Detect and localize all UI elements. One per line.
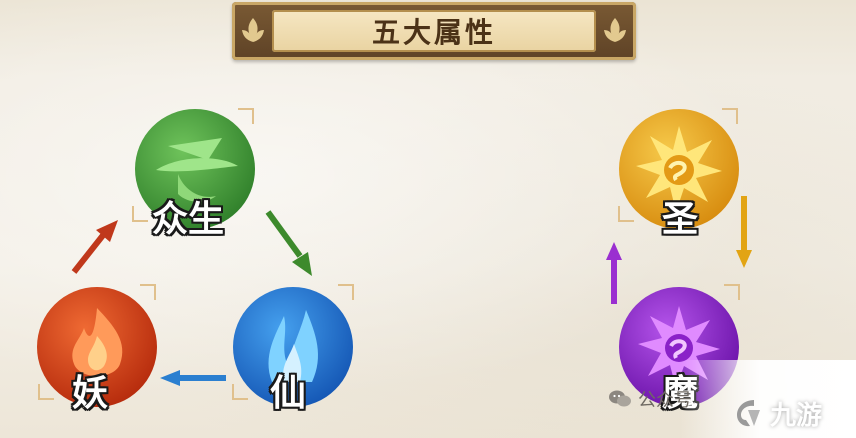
straw-hat-icon	[135, 109, 255, 229]
corner-bracket	[132, 206, 148, 222]
arrow-left-icon	[160, 370, 226, 386]
lotus-ornament-icon	[242, 18, 264, 42]
orb-sheng[interactable]	[618, 108, 740, 230]
orb-label-zhongsheng: 众生	[152, 199, 225, 240]
arrow-up-icon	[606, 242, 622, 304]
orb-label-xian: 仙	[270, 373, 307, 414]
watermark-text: 公众号	[638, 390, 692, 411]
jiuyou-logo: 九游	[732, 392, 850, 434]
title-plate: 五大属性	[272, 10, 596, 52]
arrow-up-right-icon	[71, 220, 118, 274]
orb-xian[interactable]	[232, 286, 354, 408]
orb-zhongsheng[interactable]	[134, 108, 256, 230]
orb-label-sheng: 圣	[662, 199, 699, 240]
watermark-fade	[680, 360, 856, 438]
corner-bracket	[232, 384, 248, 400]
page-title: 五大属性	[371, 16, 496, 49]
lotus-ornament-icon	[604, 18, 626, 42]
corner-bracket	[338, 284, 354, 300]
corner-bracket	[238, 108, 254, 124]
water-flame-icon	[233, 287, 353, 407]
corner-bracket	[618, 206, 634, 222]
wechat-watermark: 公众号	[608, 386, 692, 412]
arrow-down-icon	[736, 196, 752, 268]
sun-icon	[619, 109, 739, 229]
wechat-icon	[609, 390, 631, 407]
orb-yao[interactable]	[36, 286, 158, 408]
corner-bracket	[722, 108, 738, 124]
corner-bracket	[724, 284, 740, 300]
arrow-down-right-icon	[265, 210, 312, 276]
jiuyou-logo-text: 九游	[770, 400, 823, 431]
corner-bracket	[140, 284, 156, 300]
title-banner: 五大属性	[232, 2, 636, 60]
jiuyou-logo-icon	[737, 400, 760, 427]
orb-label-yao: 妖	[72, 373, 109, 414]
corner-bracket	[38, 384, 54, 400]
fire-icon	[37, 287, 157, 407]
